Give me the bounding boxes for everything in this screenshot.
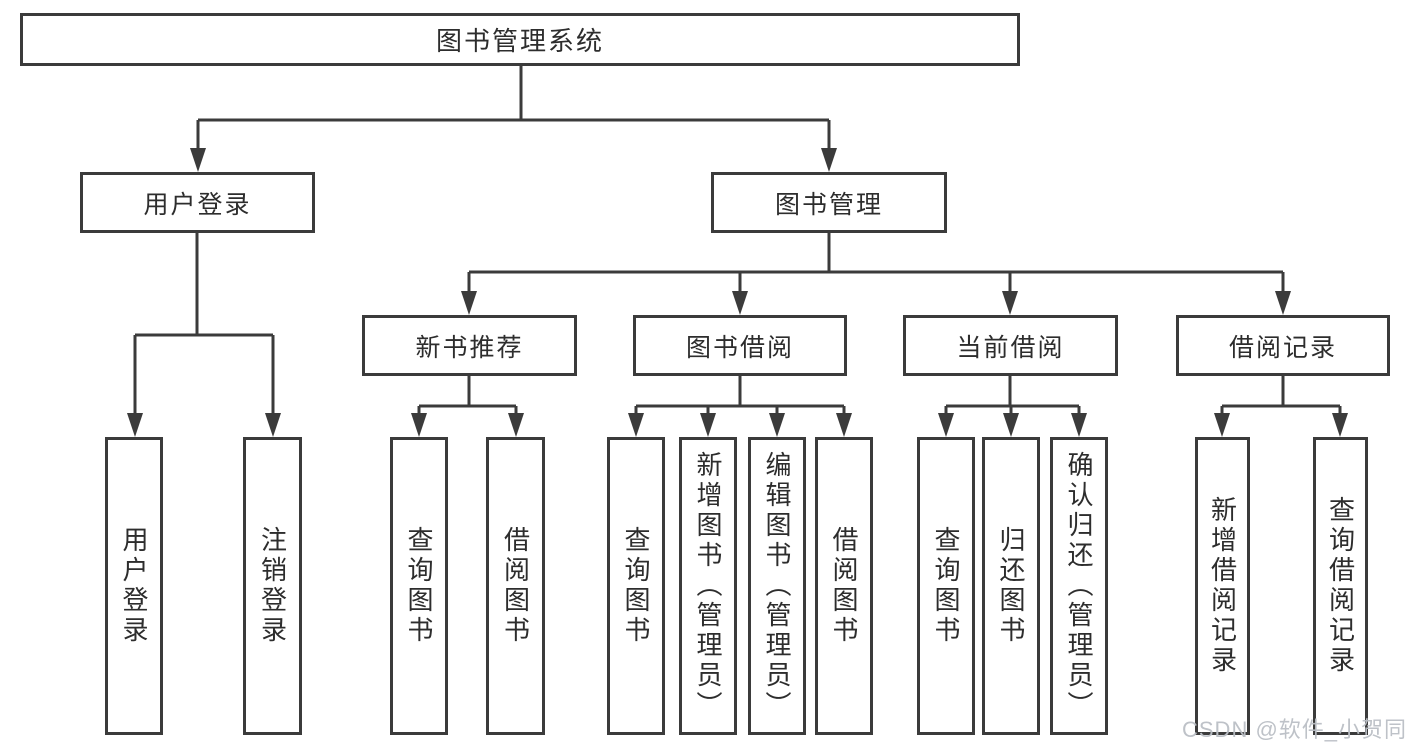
node-new-book-recommend: 新书推荐 [362,315,577,376]
arrow-down-icon [190,148,206,172]
connector-user-login-bus [133,233,275,418]
arrow-down-icon [836,413,852,437]
connector-book-management-bus [467,233,1285,295]
connector-current-borrow-bus [944,376,1081,418]
arrow-down-icon [1003,413,1019,437]
leaf-logout-label: 注销登录 [257,526,288,646]
node-book-management-label: 图书管理 [774,190,883,219]
leaf-edit-book-admin-label: 编辑图书（管理员） [762,451,792,721]
leaf-user-login-label: 用户登录 [119,526,149,646]
arrow-down-icon [821,148,837,172]
connector-book-borrow-bus [634,376,846,418]
arrow-down-icon [508,413,524,437]
node-current-borrow-label: 当前借阅 [956,333,1065,362]
arrow-down-icon [1071,413,1087,437]
node-root: 图书管理系统 [20,13,1020,66]
leaf-borrow-books-recommend-label: 借阅图书 [500,526,531,646]
leaf-query-borrow-record: 查询借阅记录 [1313,437,1368,735]
leaf-add-borrow-record: 新增借阅记录 [1195,437,1250,735]
leaf-borrow-books-recommend: 借阅图书 [486,437,545,735]
leaf-borrow-books-label: 借阅图书 [829,526,859,646]
connector-borrow-records-bus [1220,376,1342,418]
arrow-down-icon [127,413,143,437]
node-current-borrow: 当前借阅 [903,315,1118,376]
leaf-query-books-recommend: 查询图书 [390,437,448,735]
leaf-add-book-admin-label: 新增图书（管理员） [693,451,723,721]
arrow-down-icon [265,413,281,437]
connector-new-book-recommend-bus [417,376,518,418]
leaf-add-borrow-record-label: 新增借阅记录 [1207,496,1238,676]
connector-root-bus [196,66,831,150]
leaf-confirm-return-admin-label: 确认归还（管理员） [1064,451,1094,721]
node-borrow-records-label: 借阅记录 [1228,333,1337,362]
node-book-borrow: 图书借阅 [633,315,847,376]
leaf-add-book-admin: 新增图书（管理员） [679,437,737,735]
arrow-down-icon [700,413,716,437]
arrow-down-icon [732,291,748,315]
leaf-logout: 注销登录 [243,437,302,735]
arrow-down-icon [769,413,785,437]
leaf-query-borrow-record-label: 查询借阅记录 [1325,496,1356,676]
leaf-confirm-return-admin: 确认归还（管理员） [1050,437,1108,735]
leaf-query-books-current-label: 查询图书 [931,526,961,646]
arrow-down-icon [411,413,427,437]
leaf-return-books-label: 归还图书 [996,526,1026,646]
leaf-edit-book-admin: 编辑图书（管理员） [748,437,806,735]
arrow-down-icon [461,291,477,315]
arrow-down-icon [1332,413,1348,437]
arrow-down-icon [1214,413,1230,437]
arrow-down-icon [1002,291,1018,315]
arrow-down-icon [938,413,954,437]
arrow-down-icon [1275,291,1291,315]
leaf-return-books: 归还图书 [982,437,1040,735]
leaf-query-books-borrow: 查询图书 [607,437,665,735]
csdn-watermark: CSDN @软件_小贺同学 [1182,717,1405,742]
node-book-borrow-label: 图书借阅 [685,333,794,362]
node-root-label: 图书管理系统 [435,26,604,56]
leaf-query-books-borrow-label: 查询图书 [621,526,651,646]
node-user-login: 用户登录 [80,172,315,233]
node-borrow-records: 借阅记录 [1176,315,1390,376]
leaf-query-books-recommend-label: 查询图书 [404,526,434,646]
node-user-login-label: 用户登录 [143,190,252,219]
arrow-down-icon [628,413,644,437]
node-book-management: 图书管理 [711,172,947,233]
leaf-user-login: 用户登录 [105,437,163,735]
leaf-borrow-books: 借阅图书 [815,437,873,735]
leaf-query-books-current: 查询图书 [917,437,975,735]
node-new-book-recommend-label: 新书推荐 [415,333,524,362]
